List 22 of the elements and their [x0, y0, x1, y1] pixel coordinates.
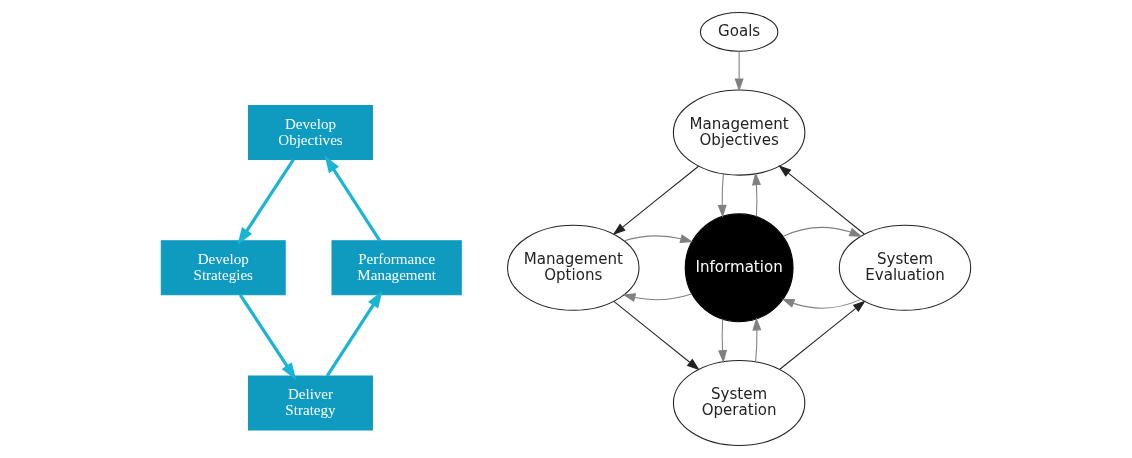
- arrow: [717, 173, 727, 218]
- arrow: [623, 234, 694, 243]
- arrow: [752, 172, 762, 218]
- arrow: [752, 317, 762, 362]
- arrow: [782, 226, 863, 237]
- arrow: [612, 165, 700, 236]
- arrow: [324, 155, 382, 242]
- node-box: Performance Management: [331, 240, 462, 296]
- arrow: [781, 298, 862, 309]
- arrow: [613, 300, 700, 371]
- arrow: [718, 318, 728, 364]
- arrow: [238, 293, 297, 381]
- arrow: [237, 158, 295, 245]
- node-box: Deliver Strategy: [248, 375, 373, 431]
- node-box: Develop Strategies: [160, 240, 286, 296]
- arrow: [622, 293, 693, 303]
- arrow: [778, 165, 865, 235]
- node-ellipse: Goals: [699, 11, 779, 52]
- arrow: [779, 300, 866, 370]
- arrow: [325, 290, 383, 377]
- arrow: [734, 50, 744, 92]
- node-box: Develop Objectives: [248, 105, 373, 161]
